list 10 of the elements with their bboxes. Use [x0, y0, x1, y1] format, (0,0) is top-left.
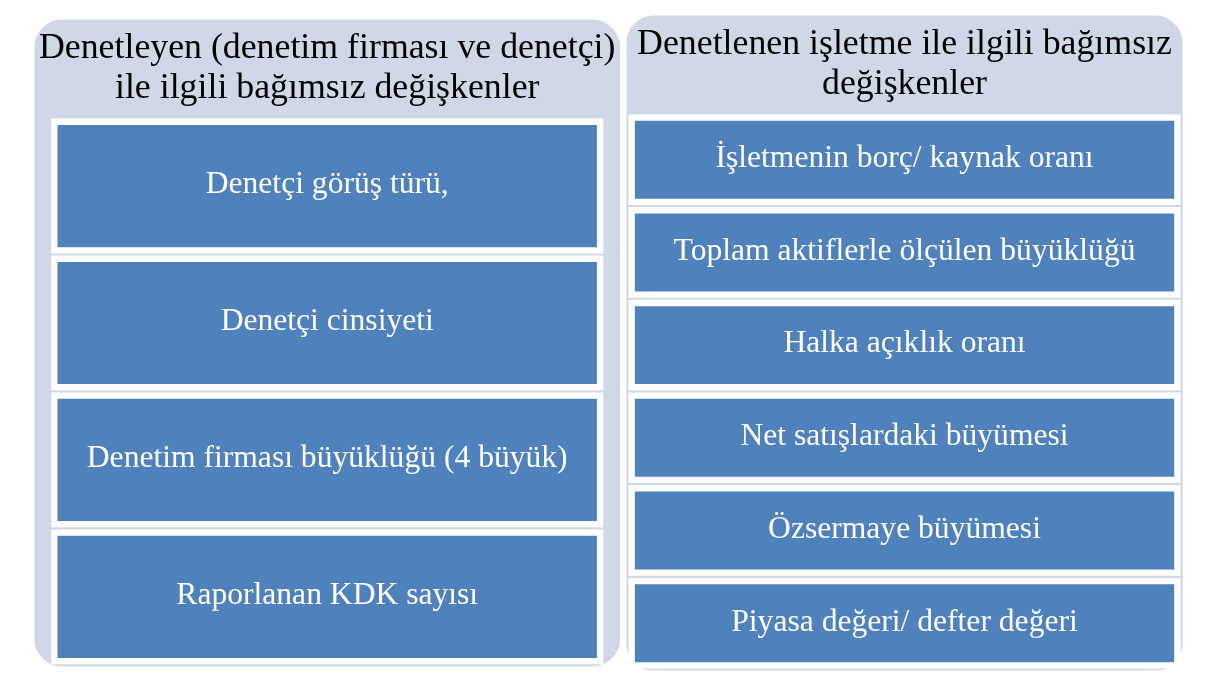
node-box: Denetim firması büyüklüğü (4 büyük) — [51, 392, 604, 528]
node-box: Denetçi görüş türü, — [51, 118, 604, 254]
node-box: Özsermaye büyümesi — [628, 485, 1181, 576]
node-box: Raporlanan KDK sayısı — [51, 529, 604, 665]
node-box: Toplam aktiflerle ölçülen büyüklüğü — [628, 207, 1181, 298]
node-box: Denetçi cinsiyeti — [51, 255, 604, 391]
node-box: İşletmenin borç/ kaynak oranı — [628, 114, 1181, 205]
node-box: Net satışlardaki büyümesi — [628, 392, 1181, 484]
node-box: Piyasa değeri/ defter değeri — [628, 577, 1181, 669]
node-box: Halka açıklık oranı — [628, 299, 1181, 391]
